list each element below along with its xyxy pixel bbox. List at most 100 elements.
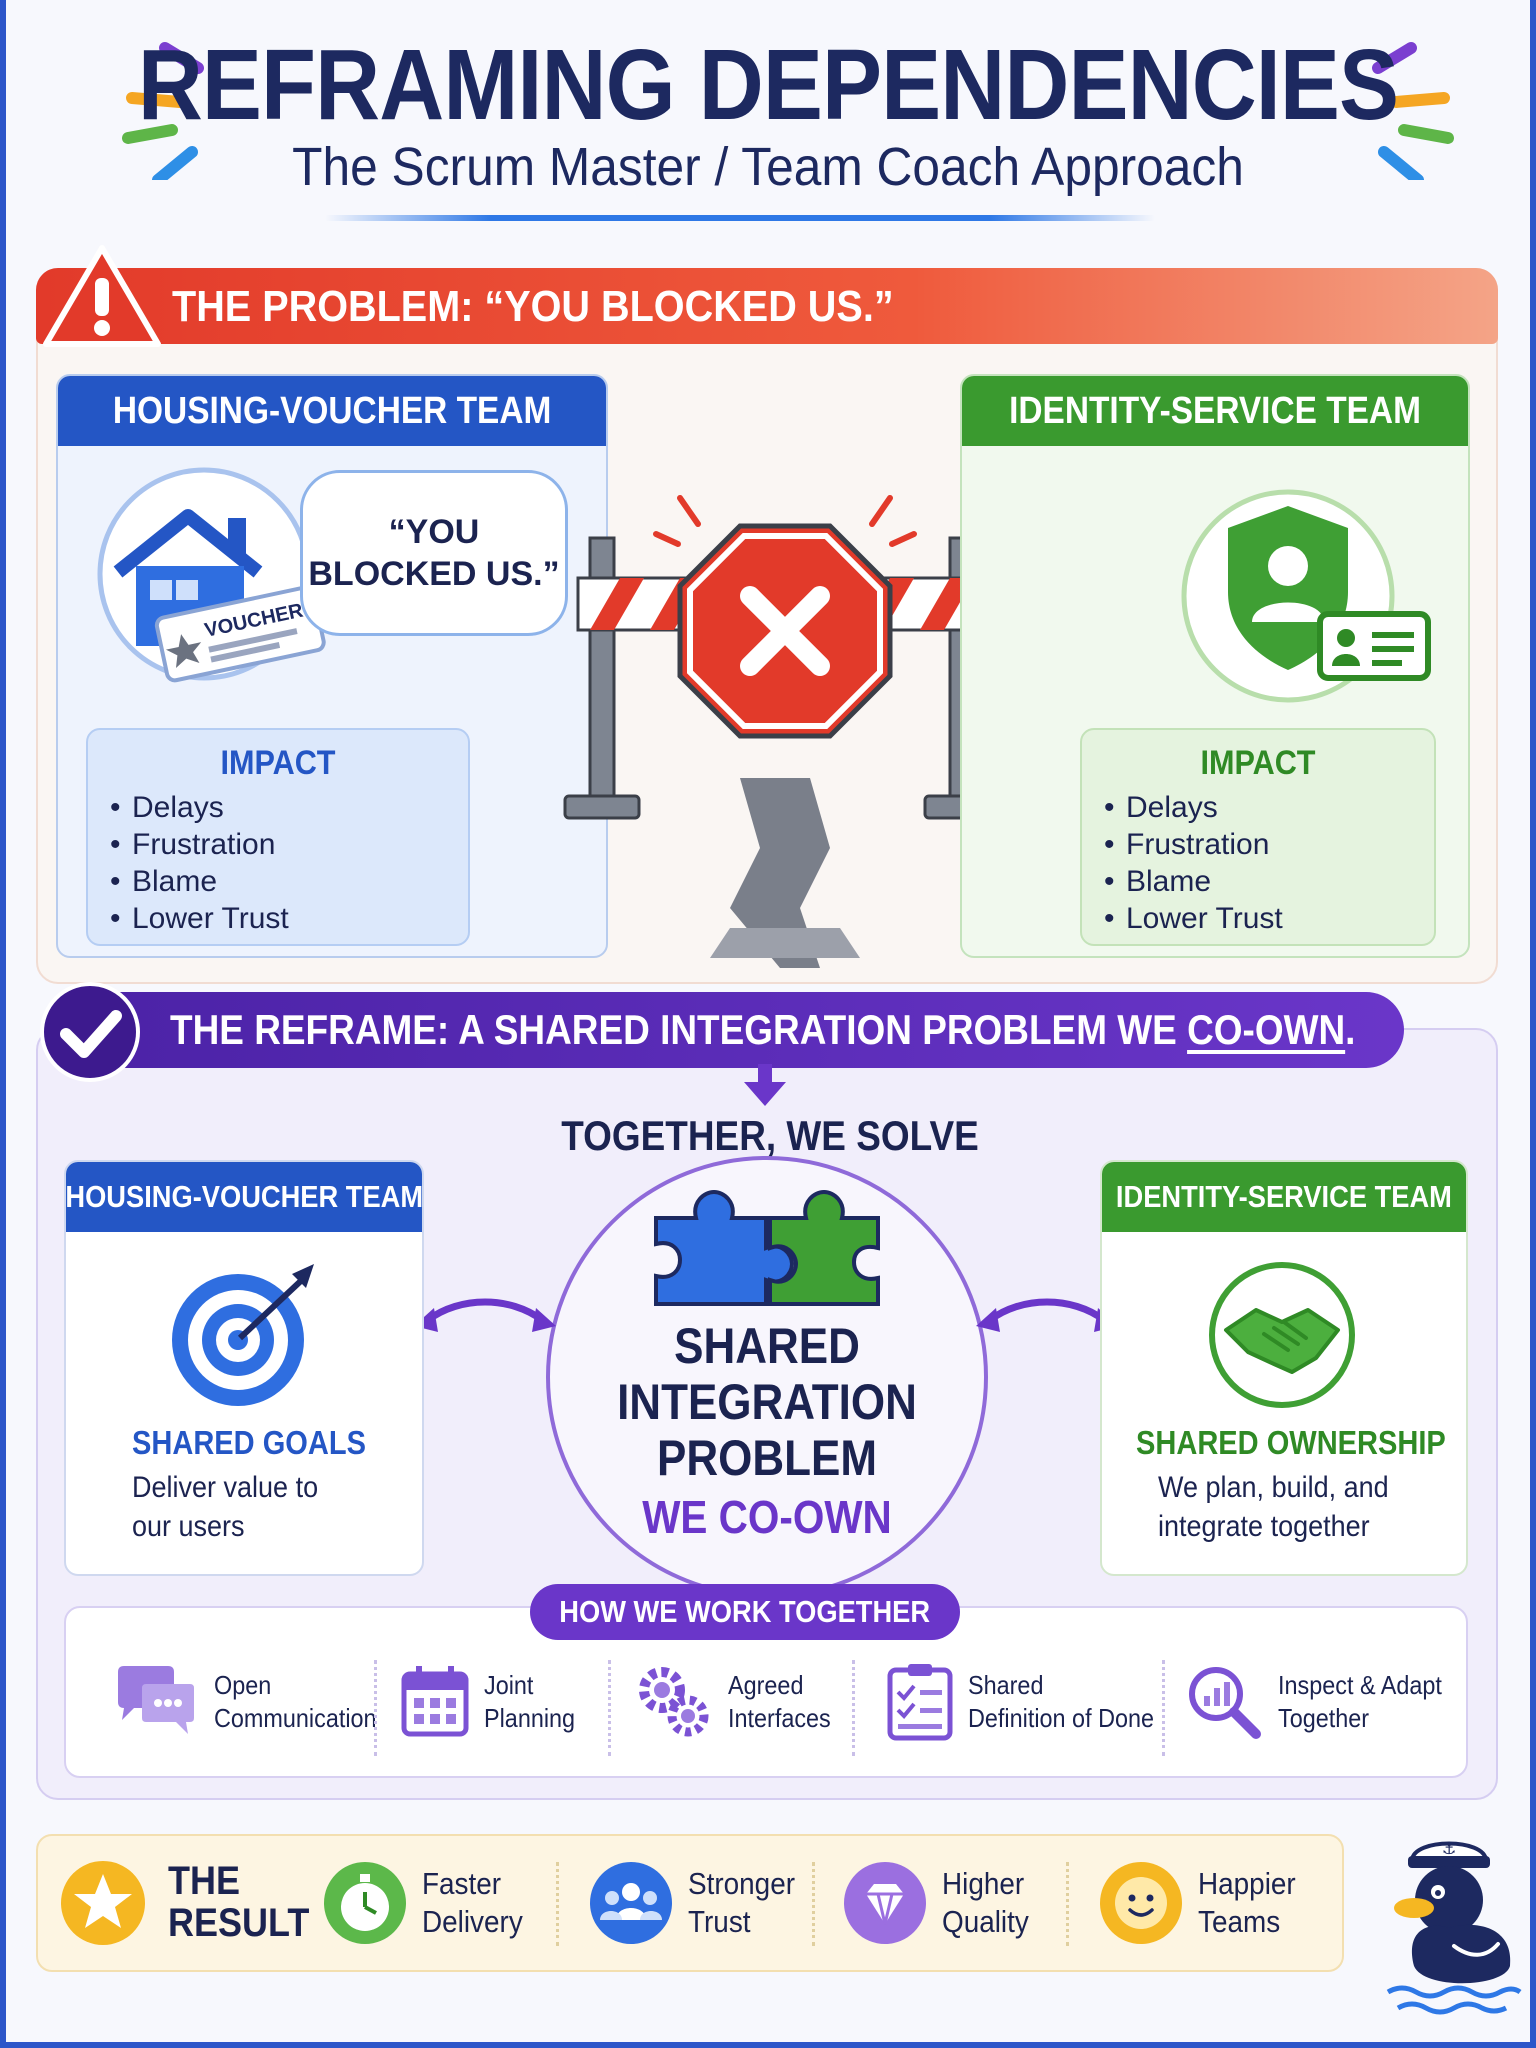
diamond-icon [844, 1862, 926, 1944]
label-line-1: Faster [422, 1866, 502, 1901]
label-line-2: Quality [942, 1904, 1029, 1939]
label-line-1: Happier [1198, 1866, 1296, 1901]
reframe-title: THE REFRAME: A SHARED INTEGRATION PROBLE… [170, 1006, 1355, 1054]
quote-line-1: “YOU [388, 513, 480, 551]
shared-goals-desc: Deliver value to our users [132, 1468, 318, 1546]
label-line-2: Definition of Done [968, 1703, 1155, 1733]
impact-item: Blame [1104, 863, 1412, 900]
team-header: IDENTITY-SERVICE TEAM [962, 376, 1468, 446]
label-line-2: Planning [484, 1703, 576, 1733]
smiley-icon [1100, 1862, 1182, 1944]
target-icon [172, 1264, 314, 1406]
impact-item: Frustration [1104, 826, 1412, 863]
reframe-title-main: THE REFRAME: A SHARED INTEGRATION PROBLE… [170, 1006, 1188, 1053]
frame-right-edge [1530, 0, 1536, 2048]
how-we-work-title-text: HOW WE WORK TOGETHER [559, 1594, 931, 1629]
center-line-2: INTEGRATION [617, 1374, 917, 1430]
divider [608, 1660, 611, 1756]
team-header: HOUSING-VOUCHER TEAM [58, 376, 606, 446]
label-line-1: Joint [484, 1670, 534, 1700]
impact-list: Delays Frustration Blame Lower Trust [110, 789, 446, 937]
team-name: HOUSING-VOUCHER TEAM [112, 389, 552, 432]
magnifier-chart-icon [1189, 1667, 1261, 1739]
impact-item: Frustration [110, 826, 446, 863]
right-burst-icon [1372, 42, 1454, 180]
label-line-2: Communication [214, 1703, 377, 1733]
label-line-2: Teams [1198, 1904, 1281, 1939]
label-line-1: Higher [942, 1866, 1025, 1901]
reframe-title-end: . [1345, 1006, 1356, 1053]
desc-line-1: Deliver value to [132, 1471, 319, 1504]
desc-line-2: integrate together [1158, 1510, 1370, 1543]
label-line-1: Inspect & Adapt [1278, 1670, 1442, 1700]
page-subtitle: The Scrum Master / Team Coach Approach [292, 137, 1244, 197]
problem-title: THE PROBLEM: “YOU BLOCKED US.” [172, 282, 894, 331]
center-line-1: SHARED [674, 1318, 860, 1374]
frame-left-edge [0, 0, 6, 2048]
people-icon [590, 1862, 672, 1944]
page-title: REFRAMING DEPENDENCIES [137, 29, 1399, 141]
left-double-arrow-icon [414, 1298, 556, 1332]
speech-bubble-you-blocked-us: “YOU BLOCKED US.” [300, 470, 568, 636]
desc-line-2: our users [132, 1510, 245, 1543]
reframe-banner [60, 992, 1404, 1068]
impact-box-identity: IMPACT Delays Frustration Blame Lower Tr… [1080, 728, 1436, 946]
team-name: HOUSING-VOUCHER TEAM [65, 1179, 423, 1214]
divider [812, 1862, 815, 1946]
quote-line-2: BLOCKED US.” [308, 555, 560, 593]
checklist-icon [887, 1664, 953, 1741]
gears-icon [639, 1667, 709, 1737]
impact-item: Delays [110, 789, 446, 826]
shared-ownership-title: SHARED OWNERSHIP [1136, 1424, 1446, 1461]
result-label-line-1: THE [168, 1859, 240, 1903]
calendar-icon [401, 1666, 469, 1737]
result-label-line-2: RESULT [168, 1901, 310, 1945]
check-badge-icon [40, 982, 140, 1082]
center-text: SHARED INTEGRATION PROBLEM [573, 1318, 962, 1486]
down-arrow-icon [744, 1064, 786, 1106]
problem-banner [36, 268, 1498, 344]
divider [556, 1862, 559, 1946]
team-header: HOUSING-VOUCHER TEAM [66, 1162, 422, 1232]
label-line-2: Trust [688, 1904, 751, 1939]
divider [852, 1660, 855, 1756]
shared-ownership-desc: We plan, build, and integrate together [1158, 1468, 1389, 1546]
divider [374, 1660, 377, 1756]
desc-line-1: We plan, build, and [1158, 1471, 1389, 1504]
divider [1162, 1660, 1165, 1756]
center-we-co-own: WE CO-OWN [642, 1491, 892, 1543]
chat-bubbles-icon [118, 1666, 194, 1734]
impact-item: Delays [1104, 789, 1412, 826]
frame-bottom-edge [0, 2042, 1536, 2048]
puzzle-pieces-icon [654, 1189, 880, 1306]
label-line-1: Stronger [688, 1866, 796, 1901]
impact-item: Lower Trust [110, 900, 446, 937]
title-underline [325, 215, 1155, 221]
impact-title: IMPACT [1200, 744, 1316, 782]
impact-list: Delays Frustration Blame Lower Trust [1104, 789, 1412, 937]
divider [1066, 1862, 1069, 1946]
team-name: IDENTITY-SERVICE TEAM [1116, 1179, 1452, 1214]
shared-goals-title: SHARED GOALS [132, 1424, 366, 1461]
handshake-icon [1209, 1262, 1355, 1408]
house-voucher-icon: VOUCHER [97, 467, 326, 683]
left-burst-icon [122, 42, 204, 180]
label-line-1: Agreed [728, 1670, 804, 1700]
label-line-2: Delivery [422, 1904, 523, 1939]
label-line-1: Open [214, 1670, 272, 1700]
team-name: IDENTITY-SERVICE TEAM [1009, 389, 1421, 432]
stopwatch-icon [324, 1862, 406, 1944]
